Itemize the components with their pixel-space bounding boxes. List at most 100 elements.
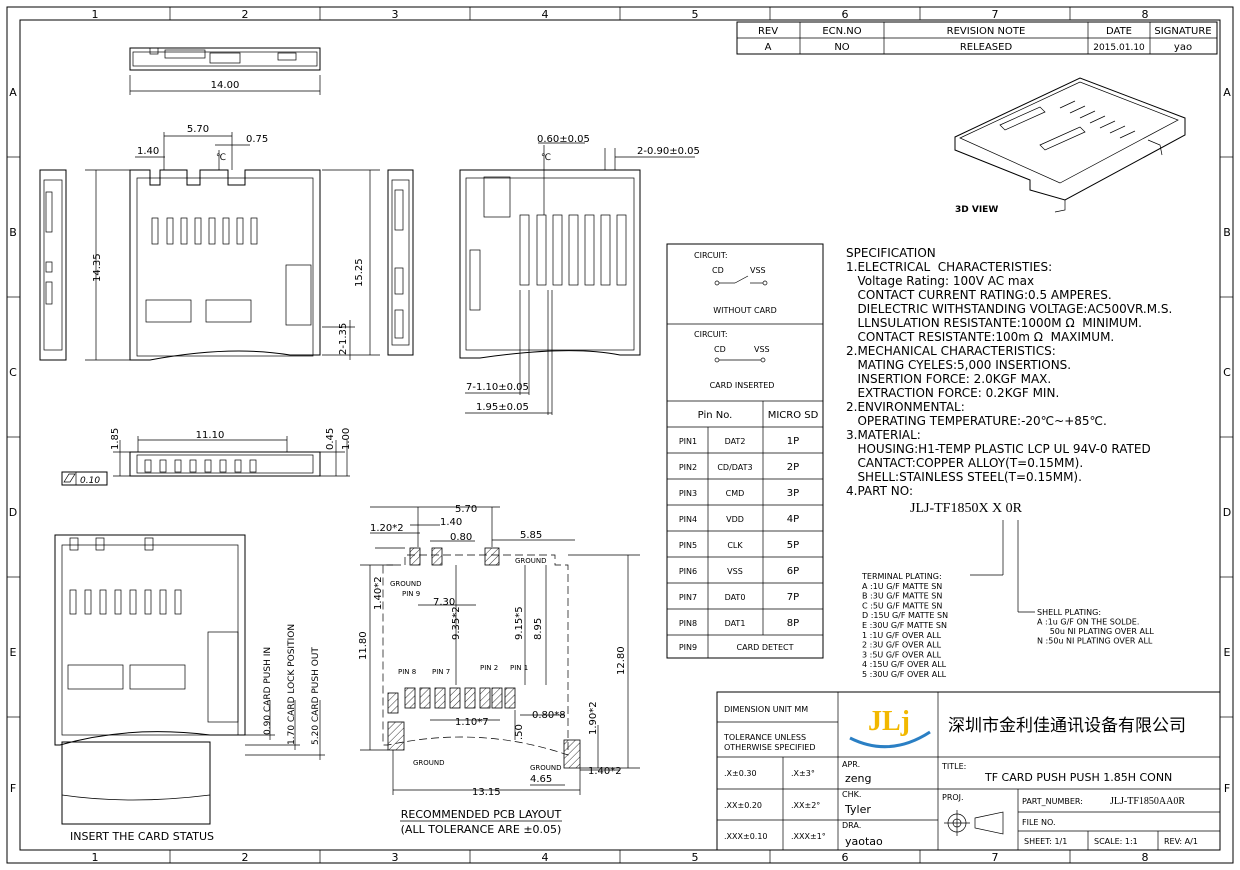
title-field-label: CHK. [842,790,861,799]
pcb-tolerance: (ALL TOLERANCE ARE ±0.05) [401,823,562,836]
title-tol-value: .XXX±0.10 [724,832,768,841]
pcb-label: GROUND [413,759,445,767]
rev-cell: yao [1174,42,1192,53]
pin-cell: CMD [726,489,745,498]
col-label: 7 [992,851,999,864]
centerline-mark: ℃ [216,153,226,163]
dim-text: 0.80*8 [532,710,566,721]
col-label: 2 [242,851,249,864]
pin-cell: 4P [787,514,799,525]
dim-text: 13.15 [472,787,501,798]
pin-cell: CD/DAT3 [717,463,752,472]
rev-cell: RELEASED [960,42,1013,53]
terminal-plating-line: 5 :30U G/F OVER ALL [862,670,947,679]
terminal-plating-line: B :3U G/F MATTE SN [862,592,942,601]
circuit-cd: CD [714,345,726,354]
dim-text: 9.15*5 [514,606,525,640]
projection-symbol-icon [944,810,1004,836]
row-label: E [10,646,17,659]
circuit-label: CIRCUIT: [694,330,728,339]
dim-text: 1.40*2 [588,766,622,777]
pin-cell: PIN3 [679,489,697,498]
dim-text: .50 [514,724,525,740]
dim-text: 11.10 [196,430,225,441]
spec-line: LLNSULATION RESISTANTE:1000M Ω MINIMUM. [846,316,1142,330]
revision-table: REV ECN.NO REVISION NOTE DATE SIGNATURE … [736,21,1218,55]
dim-text: 1.10*7 [455,717,489,728]
col-label: 5 [692,8,699,21]
col-label: 7 [992,8,999,21]
drawing-title: TF CARD PUSH PUSH 1.85H CONN [984,771,1172,784]
pin-cell: PIN7 [679,593,697,602]
dim-text: 8.95 [533,618,544,640]
dim-text: 0.75 [246,134,268,145]
dim-text: 12.80 [616,646,627,675]
terminal-plating-line: C :5U G/F MATTE SN [862,601,942,610]
dim-text: 7-1.10±0.05 [466,382,529,393]
circuit-pin-table: CIRCUIT: CD VSS WITHOUT CARD CIRCUIT: CD… [666,243,824,659]
dim-text: 1.20*2 [370,523,404,534]
pcb-title: RECOMMENDED PCB LAYOUT [401,808,562,821]
col-label: 8 [1142,8,1149,21]
pin-cell: 1P [787,436,799,447]
title-field-label: PART_NUMBER: [1022,797,1083,806]
rev-header: REV [758,26,778,37]
shell-plating-line: A :1u G/F ON THE SOLDE. [1037,618,1139,627]
dim-text: 9.35*2 [451,606,462,640]
dim-text: 1.40 [440,517,462,528]
pcb-label: PIN 2 [480,664,498,672]
circuit-vss: VSS [754,345,770,354]
profile-view: 11.10 1.85 0.45 1.00 0.10 [61,428,352,486]
svg-text:JLj: JLj [868,706,910,737]
pcb-label: PIN 1 [510,664,528,672]
dim-text: 0.90 CARD PUSH IN [263,647,273,735]
col-label: 4 [542,8,549,21]
rev-header: ECN.NO [822,26,861,37]
dim-text: 1.90*2 [588,701,599,735]
circuit-state: WITHOUT CARD [713,306,777,315]
dim-text: 5.70 [455,504,477,515]
dim-text: 0.80 [450,532,472,543]
pcb-label: GROUND [515,557,547,565]
title-tol-value: .X±0.30 [724,769,757,778]
shell-plating-line: 50u NI PLATING OVER ALL [1037,627,1154,636]
pin-table-header: Pin No. [698,410,733,421]
pcb-label: GROUND [530,764,562,772]
row-label: A [1223,86,1231,99]
col-label: 3 [392,8,399,21]
3d-view: 3D VIEW [954,77,1186,215]
back-view: 0.60±0.05 2-0.90±0.05 ℃ 7-1.10±0.05 1.95… [459,134,700,415]
dim-text: 7.30 [433,597,455,608]
terminal-plating-line: 1 :1U G/F OVER ALL [862,631,942,640]
dim-text: 0.60±0.05 [537,134,590,145]
dim-text: 5.85 [520,530,542,541]
company-name: 深圳市金利佳通讯设备有限公司 [948,716,1186,736]
rev-cell: 2015.01.10 [1093,43,1145,53]
pcb-label: PIN 7 [432,668,450,676]
left-side-view [39,169,67,361]
dim-text: 5.70 [187,124,209,135]
title-field-label: DRA. [842,821,861,830]
dim-text: 5.20 CARD PUSH OUT [311,647,321,745]
pin-cell: PIN4 [679,515,697,524]
logo: JLj [849,706,931,749]
rev-header: REVISION NOTE [947,26,1026,37]
rev-cell: NO [834,42,849,53]
pin-cell: DAT2 [725,437,746,446]
pin-cell: PIN9 [679,643,697,652]
checker: Tyler [844,803,871,816]
pcb-label: PIN 8 [398,668,416,676]
3d-caption: 3D VIEW [955,205,998,215]
col-label: 1 [92,851,99,864]
title-tol-value: .X±3° [791,769,815,778]
dim-text: 0.45 [325,428,336,450]
row-label: B [1223,226,1231,239]
circuit-cd: CD [712,266,724,275]
spec-line: INSERTION FORCE: 2.0KGF MAX. [846,372,1051,386]
title-tolerance: TOLERANCE UNLESS [723,733,806,742]
col-label: 8 [1142,851,1149,864]
part-number-template: JLJ-TF1850X X 0R [910,501,1023,516]
col-label: 6 [842,8,849,21]
